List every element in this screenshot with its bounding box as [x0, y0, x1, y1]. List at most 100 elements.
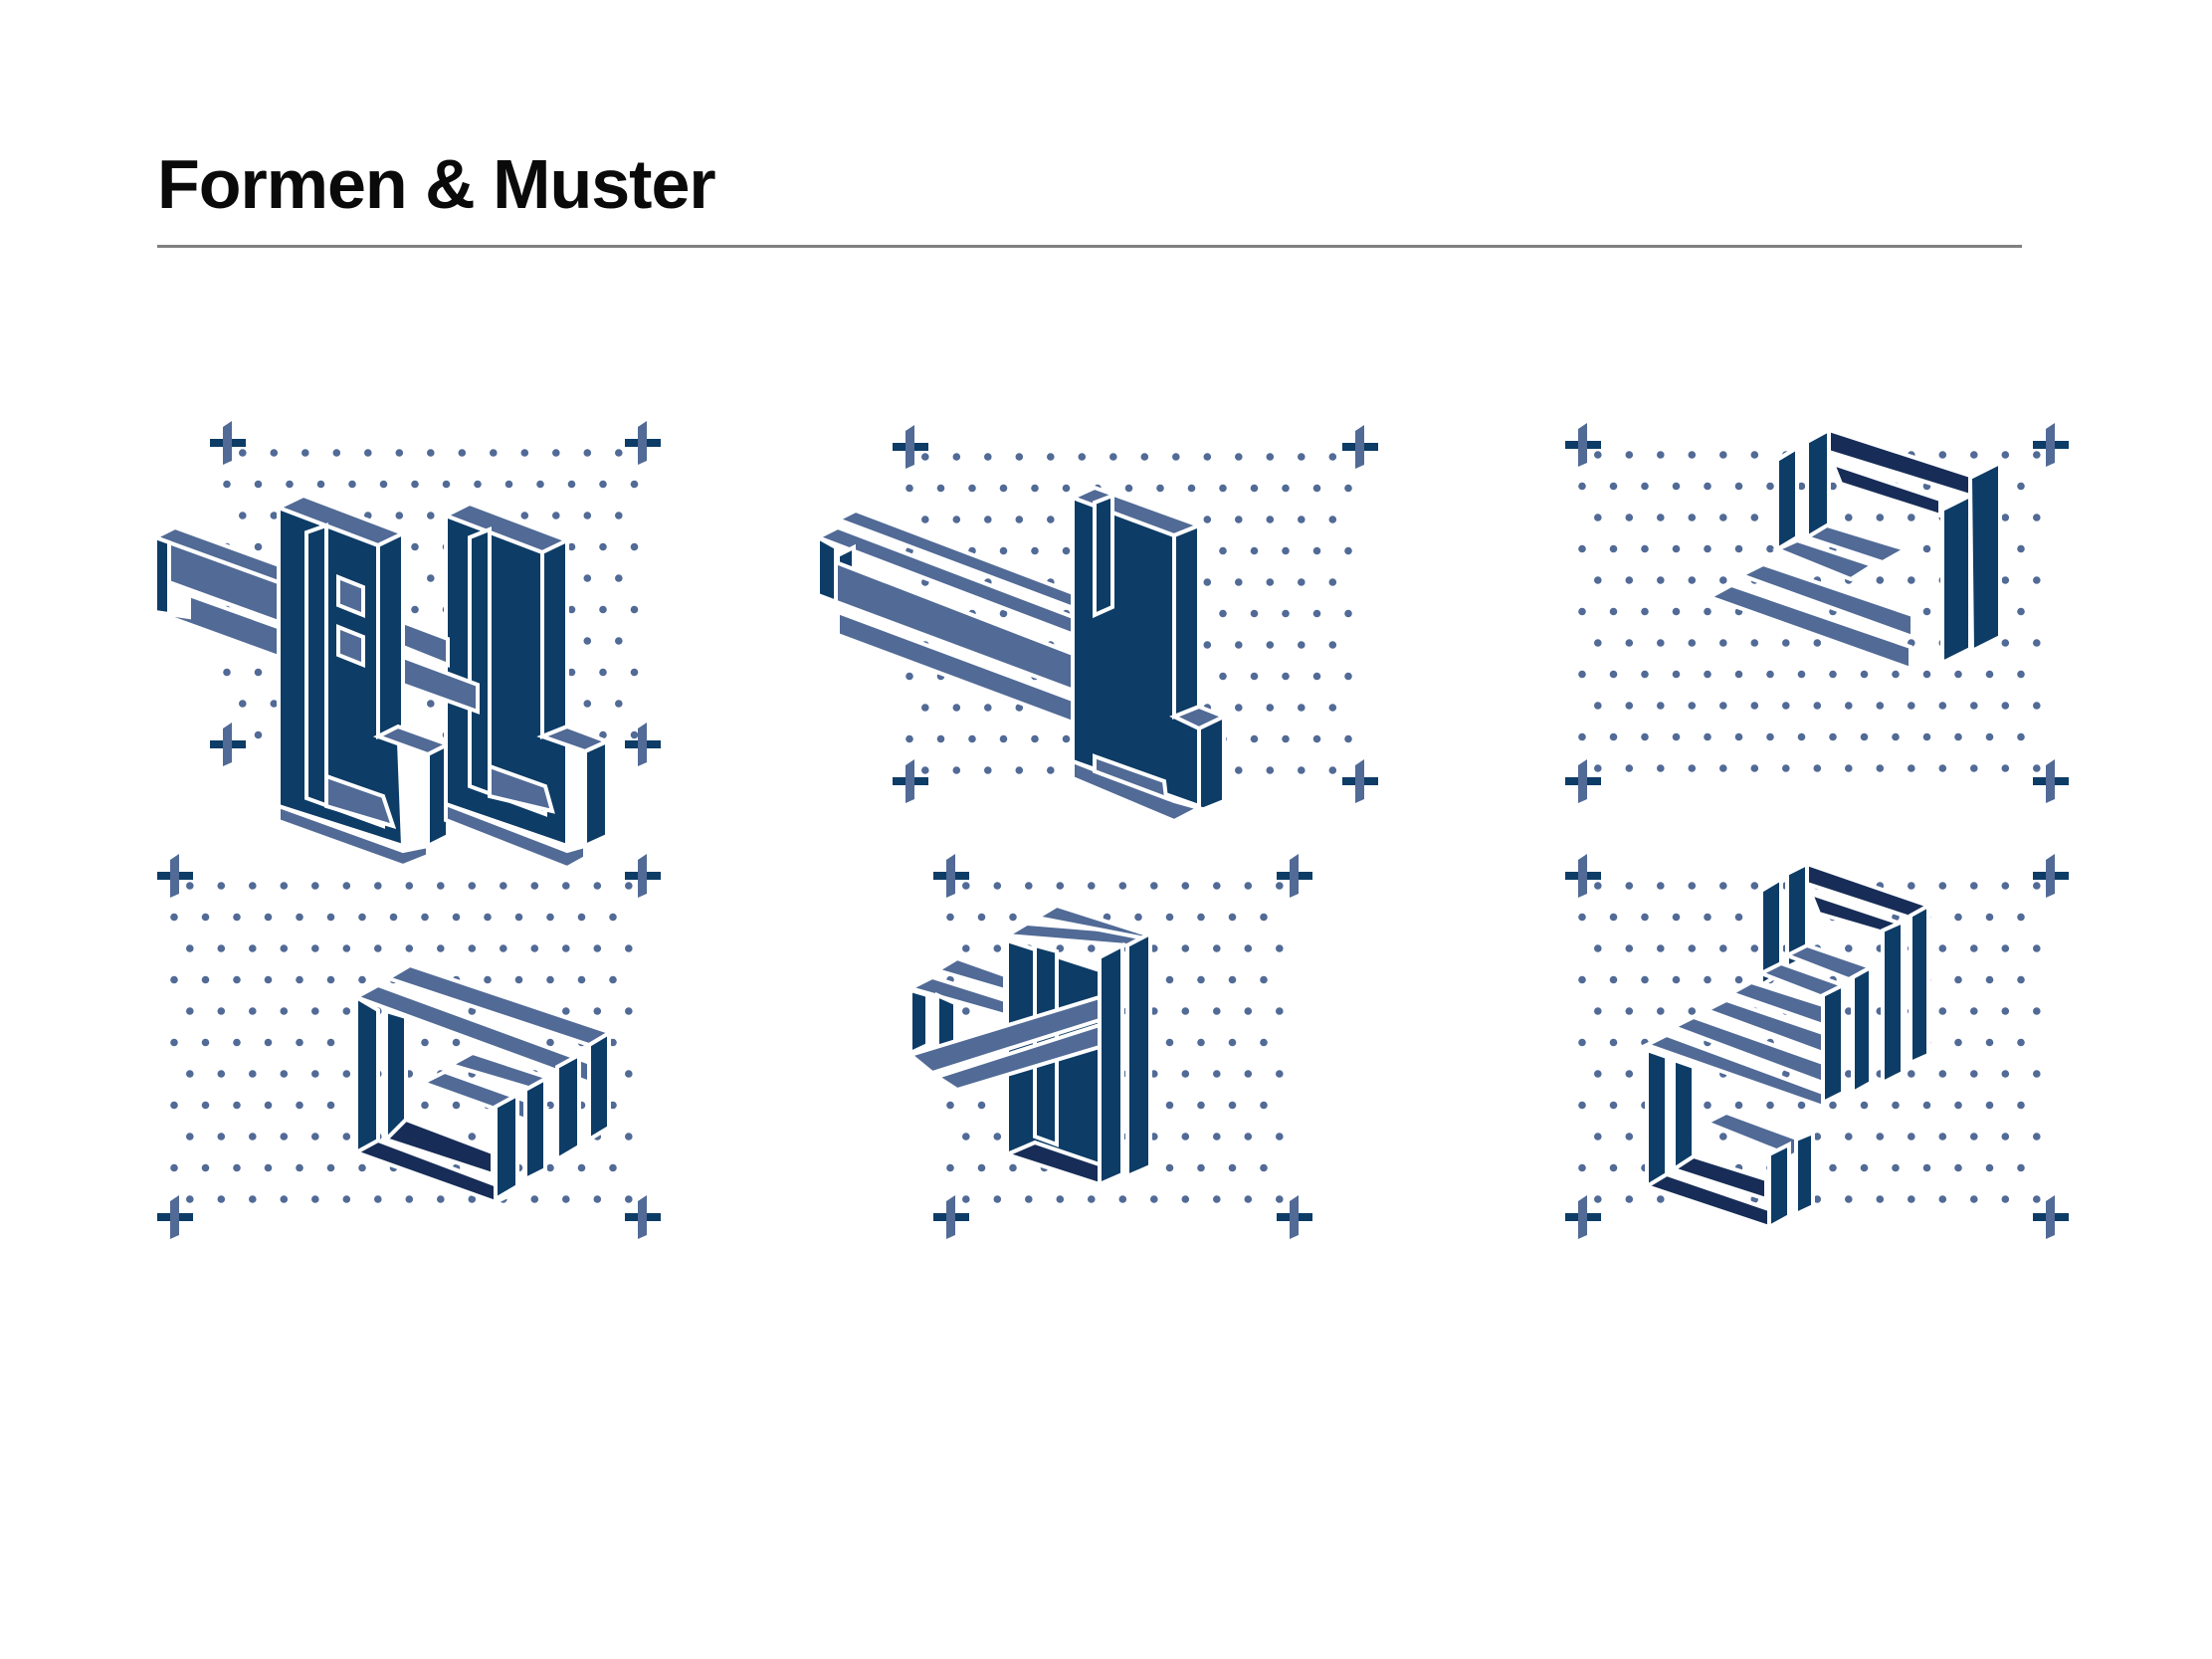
grid-dot: [1657, 944, 1665, 952]
isometric-shape: [813, 485, 1229, 824]
grid-dot: [1181, 1007, 1190, 1015]
grid-dot: [490, 449, 498, 457]
grid-dot: [1734, 670, 1743, 679]
grid-dot: [1625, 1007, 1634, 1015]
grid-dot: [1734, 732, 1743, 741]
grid-dot: [1260, 1163, 1268, 1172]
grid-dot: [1235, 578, 1243, 586]
grid-dot: [984, 453, 992, 461]
grid-dot: [1829, 732, 1837, 741]
grid-dot: [2017, 482, 2025, 491]
grid-dot: [1954, 670, 1962, 679]
grid-dot: [615, 637, 623, 645]
grid-dot: [311, 944, 319, 952]
grid-dot: [567, 605, 576, 614]
grid-dot: [546, 913, 554, 922]
grid-dot: [1312, 672, 1321, 681]
grid-dot: [348, 480, 356, 489]
grid-dot: [1954, 975, 1962, 984]
corner-cross-icon: [893, 759, 928, 803]
grid-dot: [1845, 1007, 1853, 1015]
grid-dot: [2001, 702, 2010, 710]
grid-dot: [500, 882, 507, 890]
grid-dot: [452, 1038, 461, 1047]
grid-dot: [1657, 1195, 1665, 1203]
grid-dot: [484, 913, 492, 922]
grid-dot: [1625, 576, 1634, 584]
corner-cross-icon: [2033, 759, 2069, 803]
grid-dot: [1657, 514, 1665, 521]
grid-dot: [1985, 975, 1994, 984]
grid-dot: [296, 1163, 303, 1172]
grid-dot: [984, 704, 992, 712]
corner-cross-icon: [1565, 854, 1601, 898]
grid-dot: [1298, 766, 1306, 774]
grid-dot: [1688, 639, 1697, 647]
grid-dot: [254, 542, 263, 551]
corner-crosses: [157, 854, 661, 1239]
grid-dot: [2001, 639, 2010, 647]
grid-dot: [1062, 484, 1071, 493]
grid-dot: [421, 1038, 429, 1047]
grid-dot: [1908, 514, 1915, 521]
grid-dot: [2017, 732, 2025, 741]
grid-dot: [1922, 670, 1931, 679]
grid-dot: [1672, 544, 1681, 553]
grid-dot: [1594, 451, 1602, 459]
grid-dot: [1276, 882, 1284, 890]
grid-dot: [421, 1101, 429, 1110]
grid-dot: [1734, 975, 1743, 984]
grid-dot: [1594, 1007, 1602, 1015]
grid-dot: [1250, 484, 1259, 493]
grid-dot: [374, 944, 382, 952]
grid-dot: [1657, 451, 1665, 459]
grid-dot: [1625, 1133, 1634, 1141]
grid-dot: [1219, 484, 1227, 493]
grid-dot: [1203, 516, 1212, 523]
grid-dot: [1876, 702, 1885, 710]
grid-dot: [1766, 1101, 1774, 1110]
grid-dot: [405, 1195, 414, 1203]
grid-dot: [223, 668, 231, 677]
grid-dot: [1088, 1195, 1096, 1203]
grid-dot: [2033, 451, 2041, 459]
grid-dot: [427, 512, 435, 519]
grid-dot: [1938, 1070, 1947, 1078]
grid-dot: [1829, 1163, 1837, 1172]
corner-cross-icon: [2033, 854, 2069, 898]
grid-dot: [1244, 882, 1253, 890]
grid-dot: [1672, 482, 1681, 491]
grid-dot: [999, 734, 1008, 743]
grid-dot: [1165, 1038, 1174, 1047]
grid-dot: [1031, 734, 1039, 743]
grid-dot: [1954, 1038, 1962, 1047]
grid-dot: [593, 882, 602, 890]
grid-dot: [609, 1101, 617, 1110]
grid-dot: [1181, 944, 1190, 952]
grid-dot: [326, 913, 335, 922]
grid-dot: [233, 975, 241, 984]
grid-dot: [264, 1038, 273, 1047]
grid-dot: [1609, 544, 1618, 553]
grid-dot: [1312, 734, 1321, 743]
grid-dot: [2017, 544, 2025, 553]
grid-dot: [1197, 1163, 1205, 1172]
grid-dot: [170, 1163, 178, 1172]
grid-dot: [1750, 764, 1759, 772]
grid-dot: [1876, 1133, 1885, 1141]
grid-dot: [1672, 670, 1681, 679]
grid-dot: [1228, 975, 1237, 984]
grid-dot: [1829, 482, 1837, 491]
grid-dot: [1734, 544, 1743, 553]
grid-dot: [999, 609, 1008, 618]
grid-dot: [1970, 451, 1978, 459]
grid-dot: [1876, 576, 1885, 584]
grid-dot: [1954, 913, 1962, 922]
grid-dot: [311, 1133, 319, 1141]
grid-dot: [1609, 732, 1618, 741]
grid-dot: [239, 512, 247, 519]
grid-dot: [1719, 451, 1727, 459]
grid-dot: [583, 449, 592, 457]
grid-dot: [1813, 1195, 1822, 1203]
grid-dot: [1860, 670, 1869, 679]
